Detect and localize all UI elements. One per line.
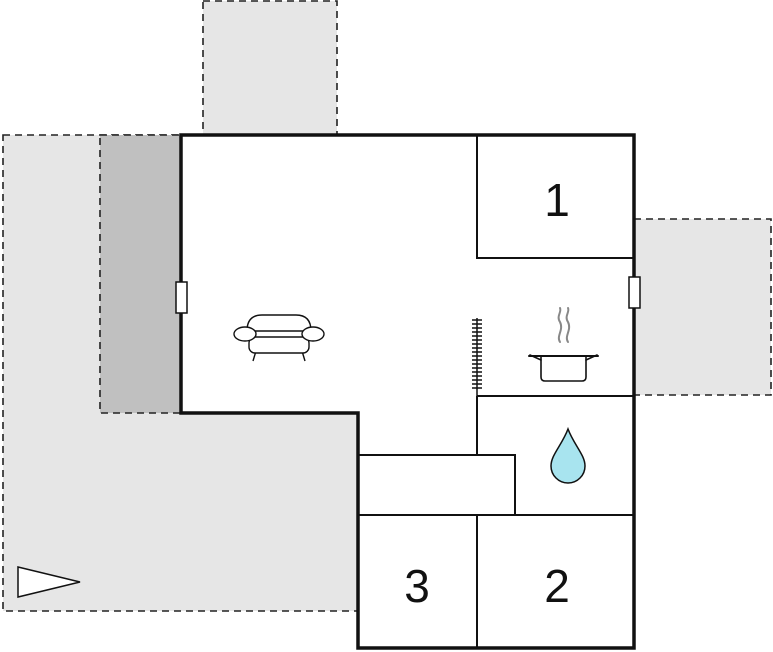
door-right (628, 276, 641, 309)
room-label-3: 3 (404, 560, 430, 612)
room-label-1: 1 (544, 174, 570, 226)
wall-room-1 (476, 135, 634, 259)
wall-counter (358, 454, 516, 515)
room-label-2: 2 (544, 560, 570, 612)
cooking-pot-icon (528, 307, 599, 382)
water-drop-icon (550, 426, 586, 484)
terrace-right (633, 218, 772, 396)
interior-walls (358, 135, 634, 648)
interior-floor (181, 135, 634, 648)
door-left (175, 281, 188, 314)
north-arrow-icon (17, 566, 81, 598)
terrace-top (202, 0, 338, 136)
outer-walls (179, 133, 636, 650)
armchair-icon (233, 314, 325, 362)
stairs (472, 318, 482, 396)
covered-terrace (99, 134, 182, 414)
